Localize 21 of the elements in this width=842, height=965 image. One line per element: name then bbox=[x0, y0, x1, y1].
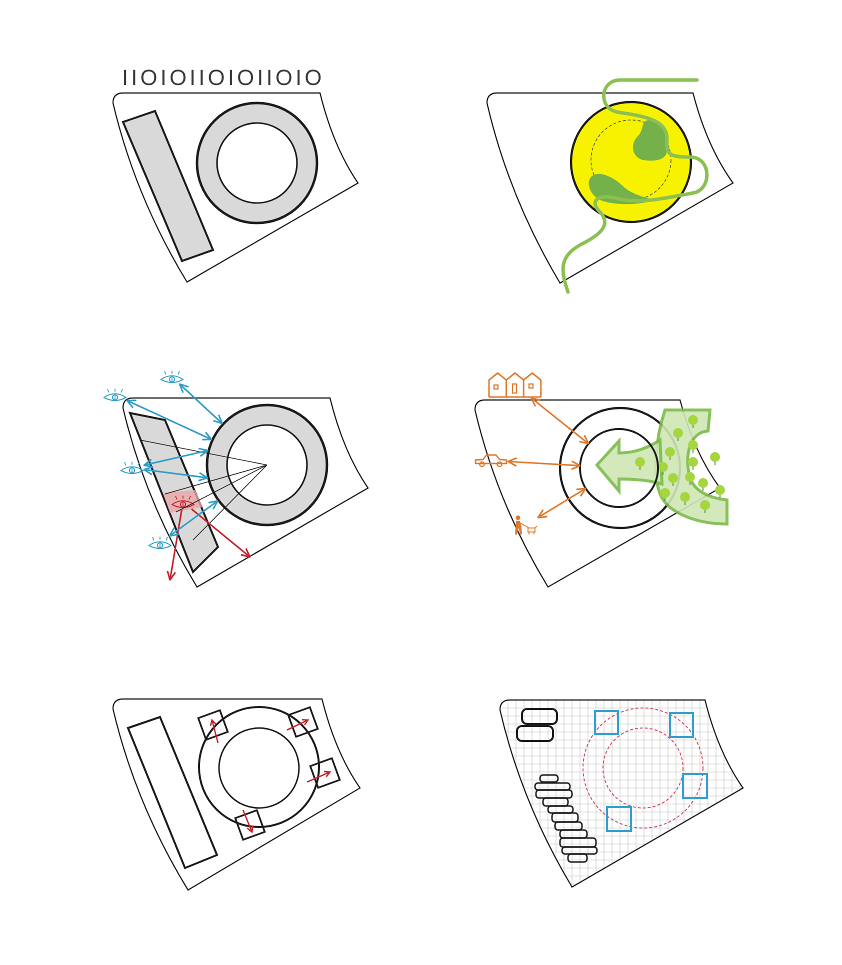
ring-building bbox=[206, 404, 328, 526]
arrow bbox=[191, 508, 251, 558]
double-arrow bbox=[126, 400, 212, 440]
double-arrow bbox=[507, 457, 581, 470]
eye-icon bbox=[160, 370, 184, 384]
double-arrow bbox=[537, 488, 586, 518]
pedestrian-icon bbox=[514, 515, 538, 535]
eye-icon bbox=[120, 461, 144, 475]
eye-icon bbox=[103, 388, 127, 402]
pattern-text: IIOIOIIOIOIIOIO bbox=[122, 67, 325, 89]
double-arrow bbox=[143, 466, 208, 482]
double-arrow bbox=[530, 397, 590, 444]
double-arrow bbox=[168, 500, 218, 537]
car-icon bbox=[474, 454, 508, 467]
inner-circle bbox=[579, 428, 659, 508]
eye-icon bbox=[171, 495, 195, 509]
double-arrow bbox=[143, 448, 209, 468]
houses-icon bbox=[488, 372, 542, 398]
eye-icon bbox=[148, 536, 172, 550]
arrow bbox=[166, 508, 183, 581]
double-arrow bbox=[178, 383, 223, 424]
